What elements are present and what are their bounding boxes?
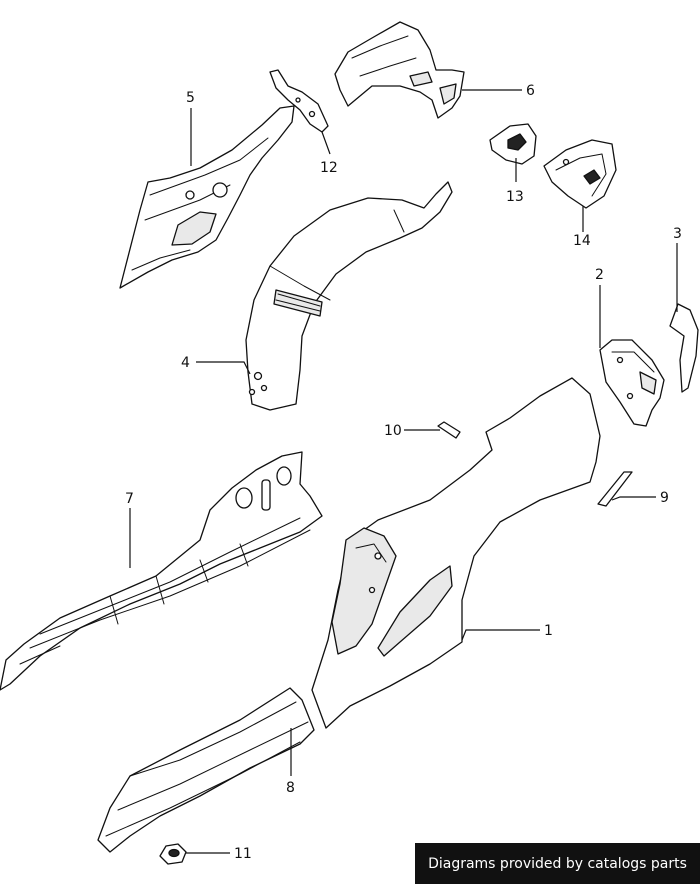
callout-6: 6 xyxy=(526,83,535,99)
part-7-side-sill-inner[interactable] xyxy=(0,451,323,691)
part-9-strip[interactable] xyxy=(597,471,633,507)
leader-1 xyxy=(461,629,540,641)
callout-3: 3 xyxy=(673,226,682,242)
part-13-clip[interactable] xyxy=(489,123,537,165)
part-10-pin[interactable] xyxy=(437,421,461,439)
part-3-trim-strip[interactable] xyxy=(669,303,699,393)
callout-8: 8 xyxy=(286,780,295,796)
callout-10: 10 xyxy=(384,423,402,439)
leader-lines xyxy=(129,89,678,854)
part-6-upper-bracket[interactable] xyxy=(334,21,465,119)
callout-labels: 1 2 3 4 5 6 7 8 9 10 11 12 13 14 xyxy=(125,83,682,862)
part-4-wheel-arch[interactable] xyxy=(245,181,453,411)
callout-1: 1 xyxy=(544,623,553,639)
callout-4: 4 xyxy=(181,355,190,371)
part-8-rocker-panel[interactable] xyxy=(97,687,315,853)
leader-4 xyxy=(196,361,251,375)
part-14-cover[interactable] xyxy=(543,139,617,209)
leader-12 xyxy=(321,131,331,155)
leader-9 xyxy=(611,496,656,501)
part-1-quarter-panel[interactable] xyxy=(311,377,601,729)
callout-5: 5 xyxy=(186,90,195,106)
callout-14: 14 xyxy=(573,233,591,249)
part-12-bracket[interactable] xyxy=(269,69,329,133)
part-11-nut[interactable] xyxy=(159,843,187,865)
callout-11: 11 xyxy=(234,846,252,862)
callout-2: 2 xyxy=(595,267,604,283)
part-2-rear-bracket[interactable] xyxy=(599,339,665,427)
callout-13: 13 xyxy=(506,189,524,205)
callout-7: 7 xyxy=(125,491,134,507)
callout-12: 12 xyxy=(320,160,338,176)
credit-banner: Diagrams provided by catalogs parts xyxy=(415,843,700,884)
callout-9: 9 xyxy=(660,490,669,506)
part-5-inner-quarter-panel[interactable] xyxy=(119,105,295,289)
